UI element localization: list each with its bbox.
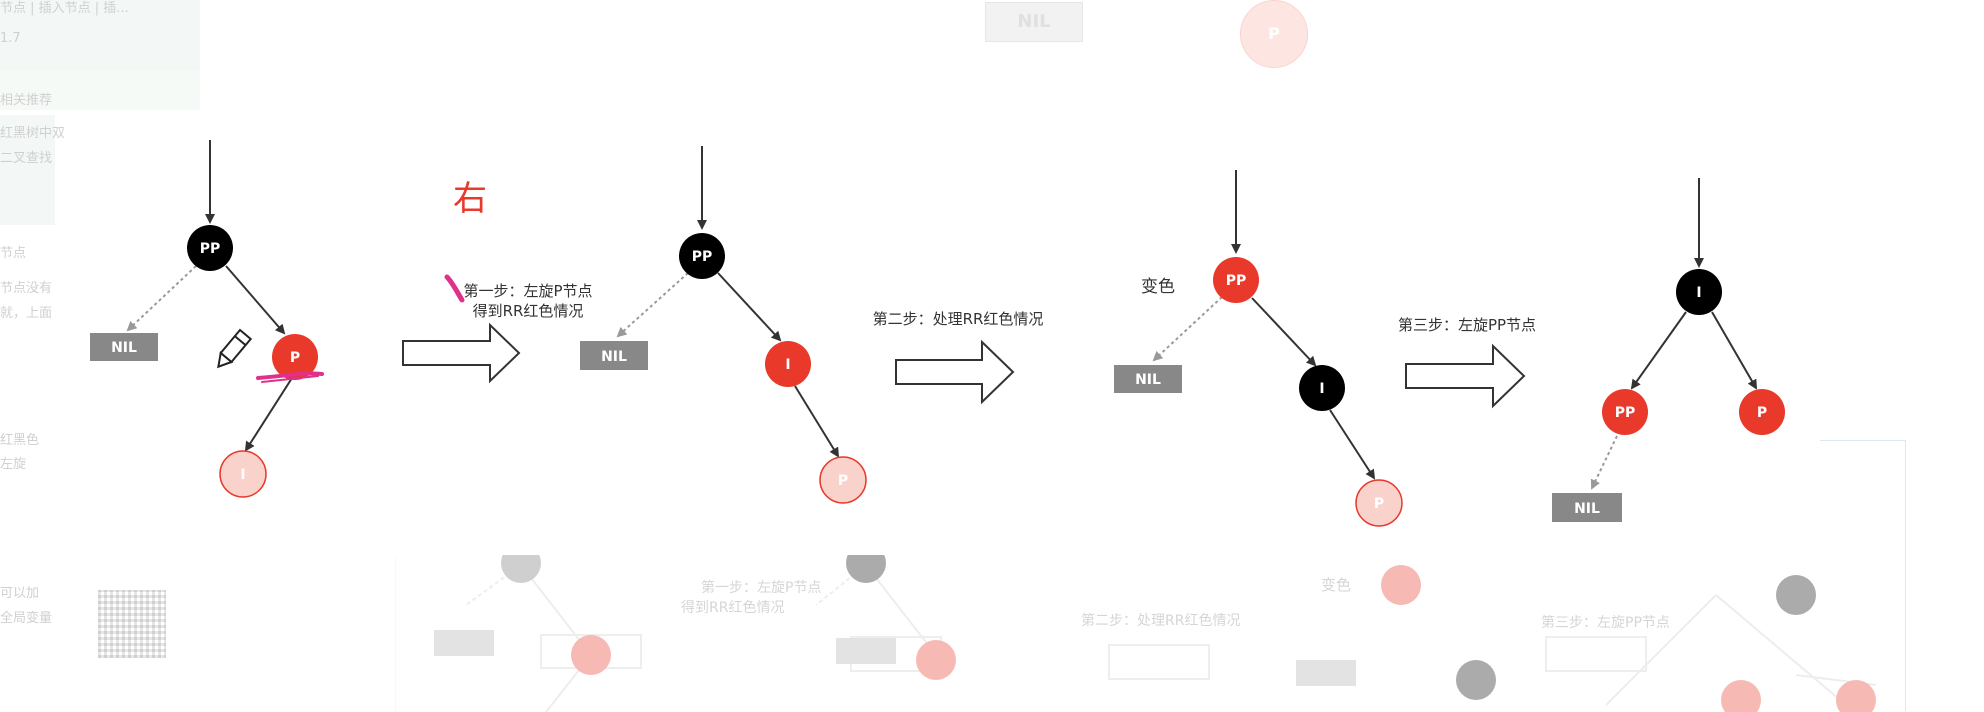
node-label: I	[785, 357, 790, 373]
node-i	[1299, 365, 1345, 411]
nil-box	[1114, 365, 1182, 393]
node-label: PP	[200, 241, 221, 257]
background-text: 红黑色	[0, 433, 40, 448]
background-block	[0, 0, 200, 70]
step1-label-line1: 第一步：左旋P节点	[463, 282, 592, 300]
tree-edge	[1711, 311, 1758, 390]
node-label: P	[838, 473, 848, 489]
node-p	[819, 456, 867, 504]
color-change-label: 变色	[1141, 277, 1175, 297]
node-label: PP	[1615, 405, 1636, 421]
stage-4-tree: I PP P NIL	[1552, 178, 1785, 522]
nil-box	[580, 341, 648, 370]
node-label: PP	[692, 249, 713, 265]
highlight-mark	[261, 375, 319, 383]
stage-2-tree: PP NIL I P	[580, 146, 867, 504]
node-label: PP	[1226, 273, 1247, 289]
nil-box	[1552, 493, 1622, 522]
background-text: 节点	[0, 246, 27, 261]
node-label: P	[290, 350, 300, 366]
tree-edge	[225, 265, 286, 335]
annotation-right-char: 右	[453, 179, 487, 219]
node-pp	[187, 225, 233, 271]
faded-diagram-panel: 第一步：左旋P节点 得到RR红色情况 第二步：处理RR红色情况 第三步：左旋PP…	[395, 555, 1877, 712]
nil-edge	[1590, 435, 1618, 490]
background-text: 二叉查找	[0, 151, 53, 166]
node-pp	[679, 233, 725, 279]
faded-step2: 第二步：处理RR红色情况	[1081, 612, 1240, 629]
background-text: 1.7	[0, 31, 21, 46]
nil-edge	[1152, 296, 1223, 362]
node-i	[765, 341, 811, 387]
step2-arrow	[895, 339, 1015, 405]
node-pp	[1213, 257, 1259, 303]
background-text: 可以加	[0, 586, 40, 601]
background-text: 节点没有	[0, 281, 53, 296]
faded-step1-line2: 得到RR红色情况	[681, 599, 784, 616]
node-label: I	[1696, 285, 1701, 301]
node-p	[1355, 479, 1403, 527]
faded-step3: 第三步：左旋PP节点	[1541, 614, 1670, 631]
nil-edge	[616, 272, 689, 338]
node-label: I	[1319, 381, 1324, 397]
nil-label: NIL	[601, 349, 627, 365]
step1-label-line2: 得到RR红色情况	[473, 302, 584, 320]
node-p	[272, 334, 318, 380]
background-nil-node: NIL	[985, 2, 1083, 42]
tree-edge	[717, 272, 782, 342]
step1-arrow	[402, 322, 521, 384]
background-block	[0, 70, 200, 110]
node-label: P	[1374, 496, 1384, 512]
nil-label: NIL	[1135, 372, 1161, 388]
background-block	[0, 115, 55, 225]
node-pp	[1602, 389, 1648, 435]
highlight-mark	[444, 274, 465, 303]
highlight-mark	[256, 371, 324, 380]
background-text: 全局变量	[0, 611, 53, 626]
tree-edge	[1251, 297, 1317, 367]
stage-1-tree: PP NIL P I	[90, 140, 324, 498]
background-text: 节点 | 插入节点 | 插...	[0, 1, 129, 16]
step3-arrow	[1405, 343, 1526, 409]
nil-label: NIL	[111, 340, 137, 356]
tree-edge	[1329, 409, 1376, 480]
node-label: P	[1757, 405, 1767, 421]
nil-edge	[126, 265, 197, 332]
qr-code-image	[98, 590, 166, 658]
tree-edge	[244, 377, 293, 452]
nil-label: NIL	[1574, 501, 1600, 517]
background-text: 左旋	[0, 457, 27, 472]
tree-edge	[794, 385, 840, 458]
background-p-node: P	[1240, 0, 1308, 68]
node-p	[1739, 389, 1785, 435]
tree-edge	[1630, 311, 1687, 390]
nil-box	[90, 333, 158, 361]
node-i	[219, 450, 267, 498]
stage-3-tree: 变色 PP NIL I P	[1114, 170, 1403, 527]
node-label: I	[240, 467, 245, 483]
background-text: 红黑树中双	[0, 126, 66, 141]
pen-cursor-icon	[217, 328, 253, 369]
node-i	[1676, 269, 1722, 315]
faded-step1-line1: 第一步：左旋P节点	[701, 579, 821, 596]
background-text: 就，上面	[0, 306, 53, 321]
background-text: 相关推荐	[0, 93, 53, 108]
step2-label: 第二步：处理RR红色情况	[873, 310, 1044, 328]
background-frame	[1820, 440, 1906, 711]
faded-color-change: 变色	[1321, 576, 1351, 594]
background-sidebar: 节点 | 插入节点 | 插... 1.7 相关推荐 红黑树中双 二叉查找 节点 …	[0, 0, 200, 712]
step3-label: 第三步：左旋PP节点	[1398, 316, 1536, 334]
